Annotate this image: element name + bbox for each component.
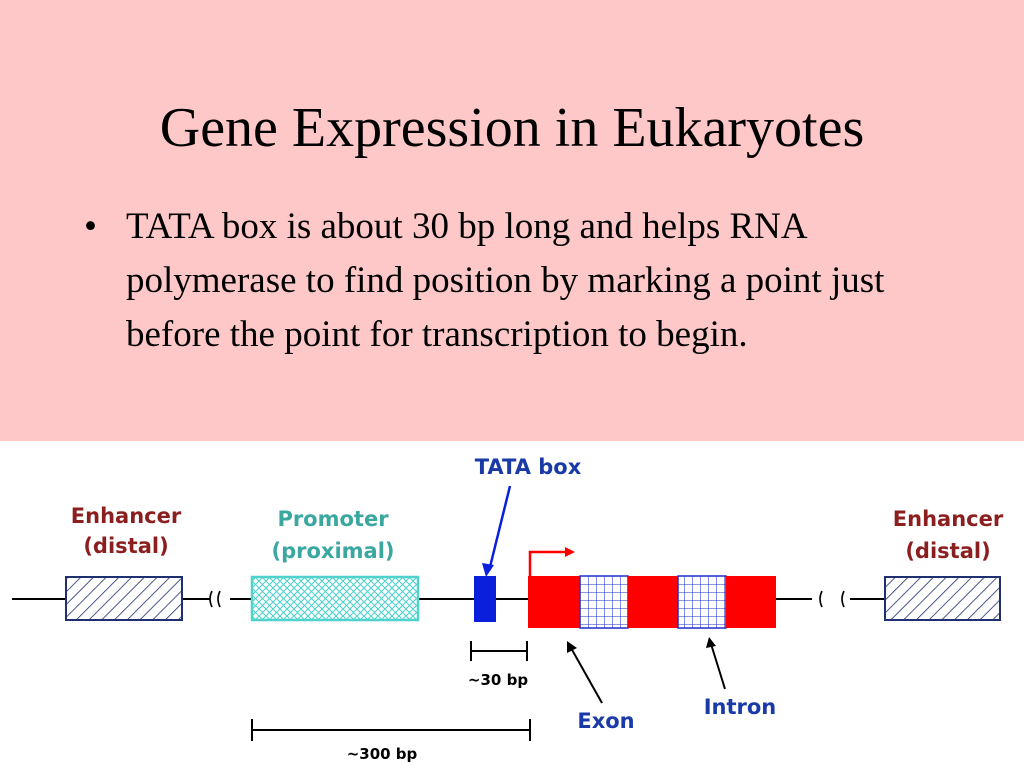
tata-box <box>474 576 496 622</box>
dna-break-right <box>819 590 845 608</box>
exon-2 <box>628 576 678 628</box>
span-30bp-bracket <box>470 641 528 661</box>
enhancer-left-box <box>65 576 183 621</box>
promoter-sublabel: (proximal) <box>271 539 394 563</box>
exon-3 <box>726 576 776 628</box>
exon-pointer-arrow <box>567 641 603 704</box>
enhancer-right-box <box>884 576 1001 621</box>
span-300bp-label: ~300 bp <box>347 745 418 763</box>
promoter-box <box>250 575 420 622</box>
promoter-label: Promoter <box>277 507 389 531</box>
span-30bp-label: ~30 bp <box>468 671 528 689</box>
intron-1 <box>579 575 629 629</box>
tata-box-pointer-arrow <box>482 485 512 577</box>
exon-1 <box>528 576 580 628</box>
dna-break-left <box>209 590 221 608</box>
exon-label: Exon <box>577 709 634 733</box>
enhancer-right-sublabel: (distal) <box>905 539 990 563</box>
gene-diagram-svg: Enhancer (distal) Promoter (proximal) TA… <box>12 455 1004 763</box>
intron-2 <box>677 575 727 629</box>
enhancer-left-label: Enhancer <box>71 504 182 528</box>
gene-structure-diagram: Enhancer (distal) Promoter (proximal) TA… <box>0 441 1024 768</box>
slide-title: Gene Expression in Eukaryotes <box>159 97 865 159</box>
bullet-symbol: • <box>84 206 97 247</box>
enhancer-right-label: Enhancer <box>893 507 1004 531</box>
enhancer-left-sublabel: (distal) <box>83 534 168 558</box>
transcription-start-arrow <box>528 547 575 577</box>
bullet-text: TATA box is about 30 bp long and helps R… <box>126 206 885 355</box>
intron-label: Intron <box>704 695 777 719</box>
intron-pointer-arrow <box>706 637 726 690</box>
tata-box-label: TATA box <box>475 455 582 479</box>
span-300bp-bracket <box>251 719 531 741</box>
